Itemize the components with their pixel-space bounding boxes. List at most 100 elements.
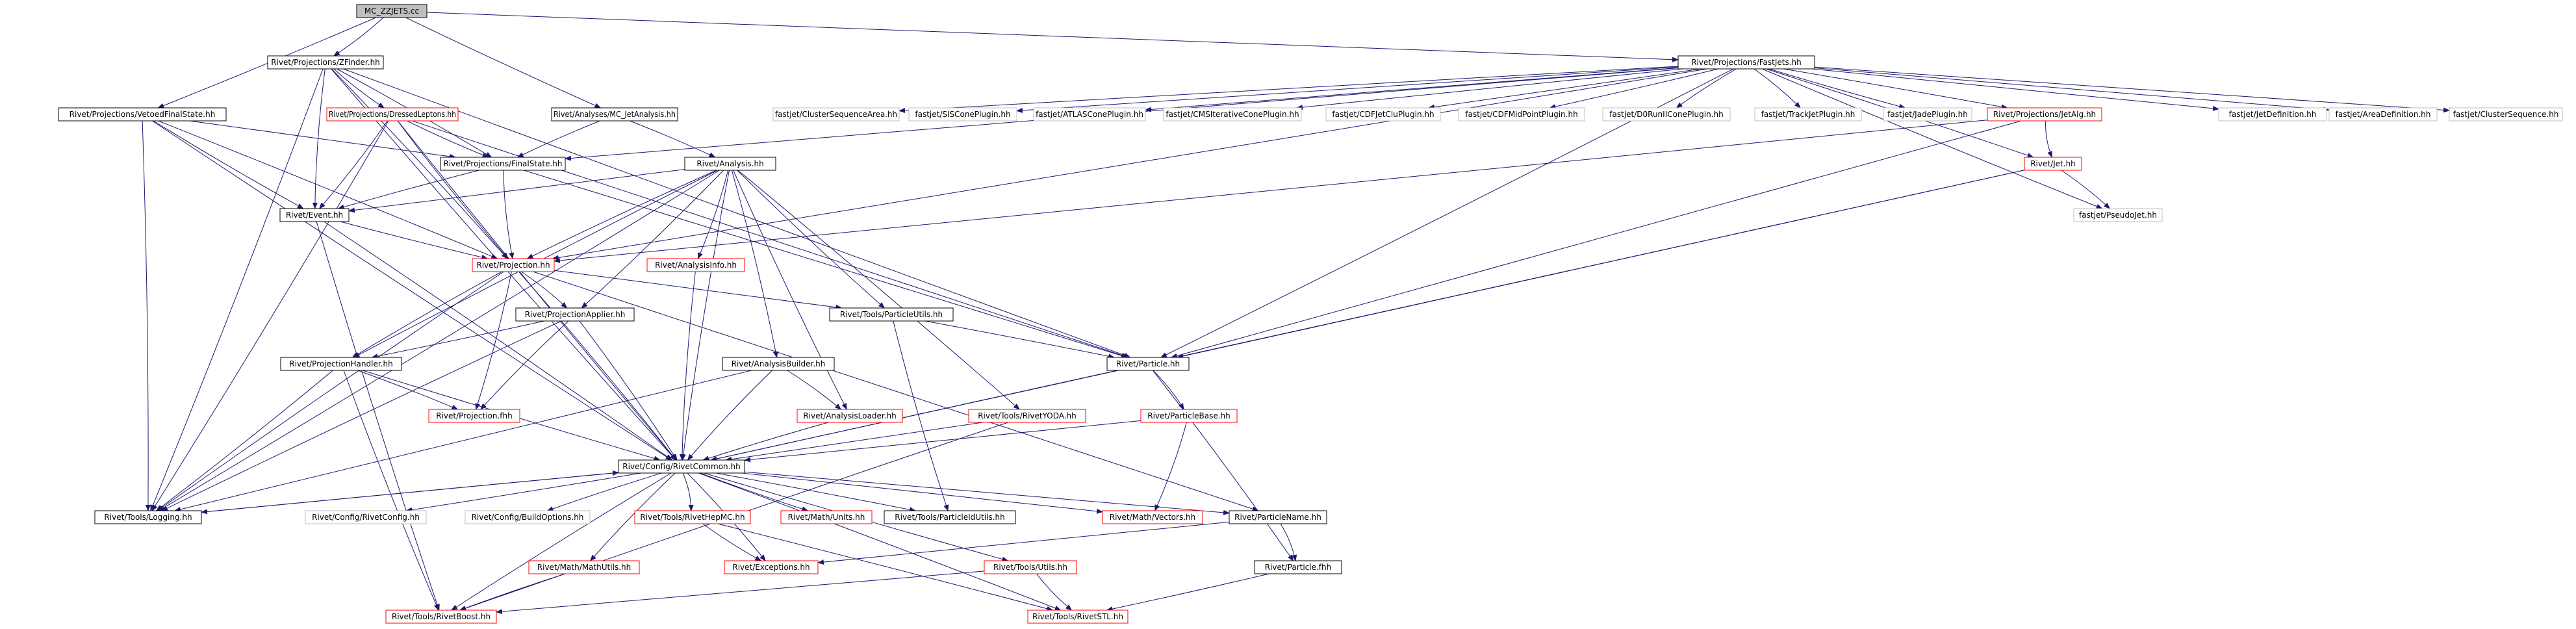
edge-dressed-to-event: [319, 120, 388, 209]
node-mathutils[interactable]: Rivet/Math/MathUtils.hh: [528, 560, 640, 574]
node-box-mcjet: [551, 107, 678, 122]
node-label-mathutils: Rivet/Math/MathUtils.hh: [537, 563, 631, 572]
node-vetoedfs[interactable]: Rivet/Projections/VetoedFinalState.hh: [58, 107, 227, 122]
edge-vetoedfs-to-logging: [142, 120, 151, 511]
node-label-rivethepmc: Rivet/Tools/RivetHepMC.hh: [640, 513, 745, 522]
edge-analysis-to-particleutils: [737, 170, 886, 309]
node-label-fastjets: Rivet/Projections/FastJets.hh: [1691, 58, 1802, 67]
node-analysis[interactable]: Rivet/Analysis.hh: [684, 157, 776, 171]
edge-fastjets-to-trackjet: [1753, 68, 1801, 109]
node-mcjet[interactable]: Rivet/Analyses/MC_JetAnalysis.hh: [551, 107, 678, 122]
node-rivetyoda[interactable]: Rivet/Tools/RivetYODA.hh: [968, 409, 1086, 423]
node-box-particlebase: [1140, 409, 1238, 423]
node-projection[interactable]: Rivet/Projection.hh: [472, 258, 555, 272]
node-jet[interactable]: Rivet/Jet.hh: [2024, 157, 2082, 171]
edge-analysisbuilder-to-analysisloader: [787, 370, 842, 410]
node-projfhh[interactable]: Rivet/Projection.fhh: [428, 409, 520, 423]
edge-projection-to-rivetcommon: [518, 271, 677, 461]
node-label-mcjet: Rivet/Analyses/MC_JetAnalysis.hh: [554, 110, 676, 119]
node-box-rivetboost: [385, 610, 497, 624]
node-box-rivetyoda: [968, 409, 1086, 423]
node-rivetstl[interactable]: Rivet/Tools/RivetSTL.hh: [1027, 610, 1129, 624]
node-box-pseudojet: [2073, 208, 2163, 222]
node-label-particlefhh: Rivet/Particle.fhh: [1265, 563, 1332, 572]
node-dressed[interactable]: Rivet/Projections/DressedLeptons.hh: [326, 107, 459, 122]
edge-rivethepmc-to-exceptions: [702, 523, 762, 561]
edge-analysis-to-analysisloader: [733, 170, 847, 410]
node-rivetcommon[interactable]: Rivet/Config/RivetCommon.hh: [618, 459, 745, 474]
node-atlascone: fastjet/ATLASConePlugin.hh: [1033, 107, 1146, 122]
node-projhandler[interactable]: Rivet/ProjectionHandler.hh: [280, 357, 402, 371]
node-root[interactable]: MC_ZZJETS.cc: [356, 4, 427, 18]
node-areadef: fastjet/AreaDefinition.hh: [2328, 107, 2438, 122]
node-d0runii: fastjet/D0RunIIConePlugin.hh: [1602, 107, 1731, 122]
node-projapplier[interactable]: Rivet/ProjectionApplier.hh: [515, 307, 635, 322]
node-label-analysisinfo: Rivet/AnalysisInfo.hh: [655, 261, 737, 270]
node-box-particle: [1106, 357, 1190, 371]
edge-projapplier-to-projfhh: [480, 320, 569, 410]
edge-vetoedfs-to-rivetcommon: [152, 120, 672, 461]
node-particleutils[interactable]: Rivet/Tools/ParticleUtils.hh: [829, 307, 954, 322]
node-pseudojet: fastjet/PseudoJet.hh: [2073, 208, 2163, 222]
edge-mcjet-to-finalstate: [516, 120, 600, 158]
node-particle[interactable]: Rivet/Particle.hh: [1106, 357, 1190, 371]
edge-projection-to-particleutils: [554, 270, 843, 310]
node-box-siscone: [908, 107, 1017, 122]
node-box-analysisinfo: [646, 258, 745, 272]
node-jetalg[interactable]: Rivet/Projections/JetAlg.hh: [1987, 107, 2102, 122]
edge-root-to-mcjet: [405, 17, 602, 109]
node-rivetconfig: Rivet/Config/RivetConfig.hh: [305, 510, 427, 524]
node-box-rivetconfig: [305, 510, 427, 524]
node-label-trackjet: fastjet/TrackJetPlugin.hh: [1761, 110, 1855, 119]
node-box-mathunits: [780, 510, 873, 524]
node-buildoptions: Rivet/Config/BuildOptions.hh: [465, 510, 591, 524]
node-particlebase[interactable]: Rivet/ParticleBase.hh: [1140, 409, 1238, 423]
node-analysisinfo[interactable]: Rivet/AnalysisInfo.hh: [646, 258, 745, 272]
node-particlefhh[interactable]: Rivet/Particle.fhh: [1254, 560, 1342, 574]
edge-dressed-to-projection: [397, 120, 509, 259]
node-box-particlename: [1229, 510, 1327, 524]
node-box-root: [356, 4, 427, 18]
node-label-particle: Rivet/Particle.hh: [1116, 359, 1180, 368]
edge-dressed-to-finalstate: [407, 120, 489, 158]
edge-zfinder-to-dressed: [333, 68, 385, 109]
node-rivethepmc[interactable]: Rivet/Tools/RivetHepMC.hh: [634, 510, 751, 524]
edge-projapplier-to-logging: [161, 320, 562, 511]
node-box-projapplier: [515, 307, 635, 322]
node-particleidutils[interactable]: Rivet/Tools/ParticleIdUtils.hh: [884, 510, 1016, 524]
edge-analysis-to-projection: [526, 170, 717, 259]
node-box-projhandler: [280, 357, 402, 371]
node-cdfjetclu: fastjet/CDFJetCluPlugin.hh: [1325, 107, 1441, 122]
edge-analysis-to-rivetyoda: [737, 170, 1020, 410]
node-box-d0runii: [1602, 107, 1731, 122]
node-event[interactable]: Rivet/Event.hh: [279, 208, 350, 222]
node-label-exceptions: Rivet/Exceptions.hh: [732, 563, 810, 572]
node-logging[interactable]: Rivet/Tools/Logging.hh: [94, 510, 202, 524]
edge-fastjets-to-cdfmidpoint: [1549, 68, 1718, 109]
node-label-clusterseq: fastjet/ClusterSequence.hh: [2453, 110, 2559, 119]
edge-logging-to-rivetcommon: [201, 470, 619, 513]
node-fastjets[interactable]: Rivet/Projections/FastJets.hh: [1677, 55, 1815, 70]
node-particlename[interactable]: Rivet/ParticleName.hh: [1229, 510, 1327, 524]
edge-particle-to-particlebase: [1153, 370, 1184, 410]
node-box-logging: [94, 510, 202, 524]
node-mathvectors[interactable]: Rivet/Math/Vectors.hh: [1102, 510, 1203, 524]
node-mathunits[interactable]: Rivet/Math/Units.hh: [780, 510, 873, 524]
node-analysisbuilder[interactable]: Rivet/AnalysisBuilder.hh: [722, 357, 835, 371]
node-label-siscone: fastjet/SISConePlugin.hh: [915, 110, 1010, 119]
edge-particleutils-to-particle: [925, 320, 1115, 359]
edge-projapplier-to-rivetcommon: [579, 320, 678, 461]
edge-event-to-projection: [340, 221, 489, 260]
node-zfinder[interactable]: Rivet/Projections/ZFinder.hh: [267, 55, 384, 70]
edge-rivetcommon-to-buildoptions: [546, 472, 662, 511]
node-finalstate[interactable]: Rivet/Projections/FinalState.hh: [440, 157, 566, 171]
node-box-projfhh: [428, 409, 520, 423]
edge-jetalg-to-jet: [2045, 120, 2052, 158]
edge-projhandler-to-rivetboost: [343, 370, 439, 611]
edge-fastjets-to-jade: [1768, 68, 1906, 109]
node-analysisloader[interactable]: Rivet/AnalysisLoader.hh: [797, 409, 903, 423]
node-exceptions[interactable]: Rivet/Exceptions.hh: [724, 560, 819, 574]
edge-projection-to-particlename: [533, 271, 1259, 511]
node-toolsutils[interactable]: Rivet/Tools/Utils.hh: [984, 560, 1077, 574]
node-rivetboost[interactable]: Rivet/Tools/RivetBoost.hh: [385, 610, 497, 624]
